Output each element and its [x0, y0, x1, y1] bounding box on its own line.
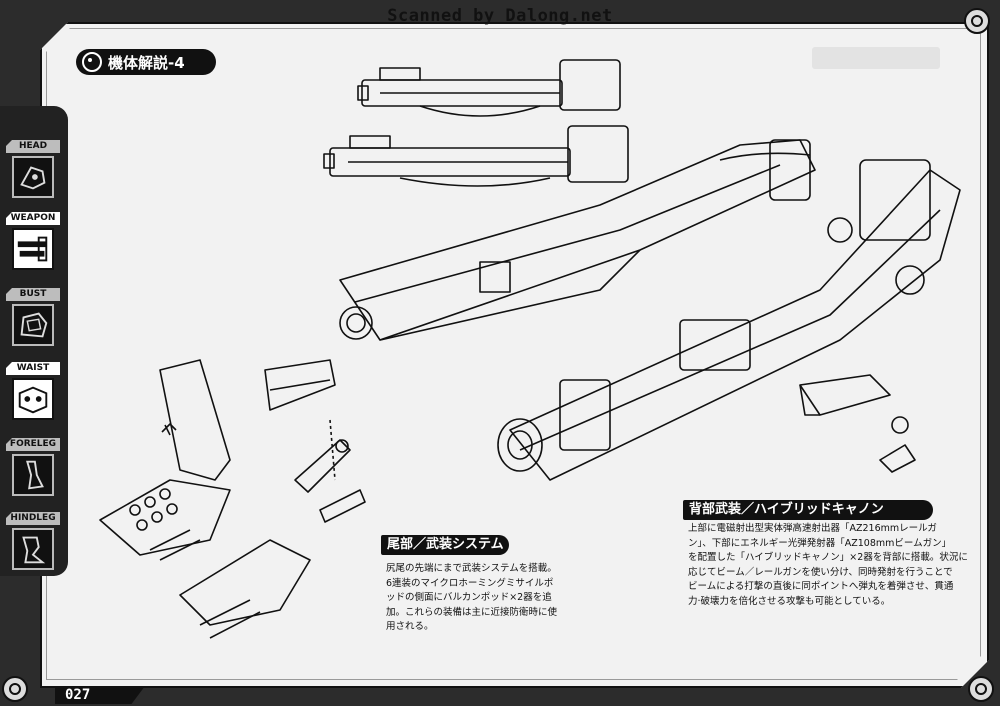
text-line: 上部に電磁射出型実体弾高速射出器「AZ216mmレールガ [688, 523, 937, 534]
tab-label: FORELEG [6, 438, 60, 451]
text-line: 力·破壊力を倍化させる攻撃も可能としている。 [688, 595, 891, 607]
text-line: ッドの側面にバルカンポッド×2器を追 [386, 592, 552, 603]
text-line: 6連装のマイクロホーミングミサイルポ [386, 577, 554, 589]
tab-label: HEAD [6, 140, 60, 153]
text-line: 応じてビーム／レールガンを使い分け、同時発射を行うことで [688, 566, 953, 578]
back-section-body: 上部に電磁射出型実体弾高速射出器「AZ216mmレールガ ン」、下部にエネルギー… [688, 522, 968, 609]
faded-label-box [812, 47, 940, 69]
cannon-side-view-bottom [323, 125, 629, 187]
page-title-text: 機体解説-4 [108, 53, 185, 72]
corner-emblem-icon [2, 676, 28, 702]
waist-thumbnail-icon [12, 378, 54, 420]
text-line: 加。これらの装備は主に近接防衛時に使 [386, 606, 558, 618]
back-section-heading: 背部武装／ハイブリッドキャノン [683, 500, 933, 520]
text-line: 用される。 [386, 621, 434, 632]
tab-label: WAIST [6, 362, 60, 375]
emblem-icon [82, 52, 102, 72]
tab-head[interactable]: HEAD [4, 140, 62, 206]
bust-thumbnail-icon [12, 304, 54, 346]
text-line: を配置した「ハイブリッドキャノン」×2器を背部に搭載。状況に [688, 552, 968, 563]
tab-waist[interactable]: WAIST [4, 362, 62, 428]
tab-label: HINDLEG [6, 512, 60, 525]
tab-weapon[interactable]: WEAPON [4, 212, 62, 278]
content-frame [40, 22, 989, 688]
scan-watermark: Scanned by Dalong.net [387, 6, 613, 26]
corner-emblem-icon [968, 676, 994, 702]
tail-section-heading: 尾部／武装システム [381, 535, 509, 555]
tab-label: BUST [6, 288, 60, 301]
head-thumbnail-icon [12, 156, 54, 198]
hindleg-thumbnail-icon [12, 528, 54, 570]
page-title: 機体解説-4 [76, 49, 216, 75]
text-line: 尻尾の先端にまで武装システムを搭載。 [386, 563, 557, 574]
tab-bust[interactable]: BUST [4, 288, 62, 354]
weapon-thumbnail-icon [12, 228, 54, 270]
hybrid-cannon-lower [497, 159, 961, 481]
text-line: ン」、下部にエネルギー光弾発射器「AZ108mmビームガン」 [688, 537, 952, 549]
text-line: ビームによる打撃の直後に同ポイントへ弾丸を着弾させ、貫通 [688, 581, 954, 592]
mecha-weapon-lineart [99, 59, 961, 639]
foreleg-thumbnail-icon [12, 454, 54, 496]
part-nav-sidebar: HEAD WEAPON BUST WAIST FORELEG HINDLEG [0, 106, 68, 576]
page-number: 027 [55, 686, 145, 704]
tab-hindleg[interactable]: HINDLEG [4, 512, 62, 578]
tab-label: WEAPON [6, 212, 60, 225]
cannon-side-view-top [357, 59, 621, 117]
cannon-parts [799, 374, 916, 473]
tail-section-body: 尻尾の先端にまで武装システムを搭載。 6連装のマイクロホーミングミサイルポ ッド… [386, 562, 586, 635]
tab-foreleg[interactable]: FORELEG [4, 438, 62, 504]
tail-weapon-system [99, 359, 366, 639]
hybrid-cannon-upper [339, 139, 816, 341]
corner-emblem-icon [964, 8, 990, 34]
